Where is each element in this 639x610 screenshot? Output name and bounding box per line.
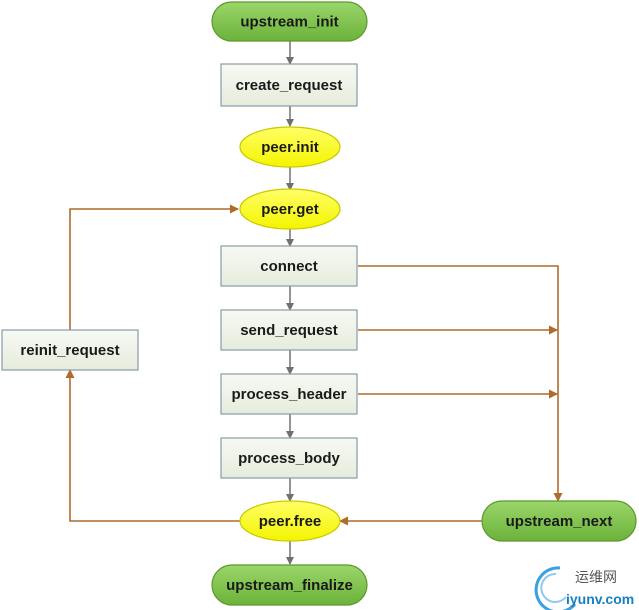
node-process-body-label: process_body bbox=[238, 450, 340, 467]
arrow-reinit-to-peerget bbox=[69, 204, 239, 330]
arrow-connect-to-upstream-next bbox=[358, 265, 563, 502]
node-send-request-label: send_request bbox=[240, 322, 338, 339]
node-peer-get: peer.get bbox=[239, 188, 341, 230]
node-upstream-init: upstream_init bbox=[211, 1, 368, 42]
node-create-request: create_request bbox=[220, 63, 358, 107]
node-upstream-finalize-label: upstream_finalize bbox=[226, 577, 353, 594]
node-peer-init-label: peer.init bbox=[261, 139, 319, 156]
arrow-peerfree-to-reinit bbox=[65, 369, 240, 522]
node-connect-label: connect bbox=[260, 258, 318, 275]
watermark-logo: 运维网 iyunv.com bbox=[534, 566, 634, 610]
watermark-site-cn: 运维网 bbox=[575, 570, 617, 586]
node-peer-init: peer.init bbox=[239, 126, 341, 168]
node-reinit-request: reinit_request bbox=[1, 329, 139, 371]
node-reinit-request-label: reinit_request bbox=[20, 342, 119, 359]
error-flow-arrows bbox=[65, 204, 563, 526]
node-peer-free: peer.free bbox=[239, 500, 341, 542]
node-upstream-init-label: upstream_init bbox=[240, 14, 338, 31]
node-process-body: process_body bbox=[220, 437, 358, 479]
watermark-site-en: iyunv.com bbox=[566, 591, 634, 607]
node-create-request-label: create_request bbox=[236, 77, 343, 94]
watermark-swirl-icon bbox=[534, 566, 577, 610]
node-connect: connect bbox=[220, 245, 358, 287]
node-upstream-next: upstream_next bbox=[481, 500, 637, 542]
node-upstream-next-label: upstream_next bbox=[506, 513, 613, 530]
node-peer-free-label: peer.free bbox=[259, 513, 322, 530]
node-upstream-finalize: upstream_finalize bbox=[211, 564, 368, 606]
node-peer-get-label: peer.get bbox=[261, 201, 319, 218]
node-send-request: send_request bbox=[220, 309, 358, 351]
node-process-header: process_header bbox=[220, 373, 358, 415]
node-process-header-label: process_header bbox=[231, 386, 346, 403]
